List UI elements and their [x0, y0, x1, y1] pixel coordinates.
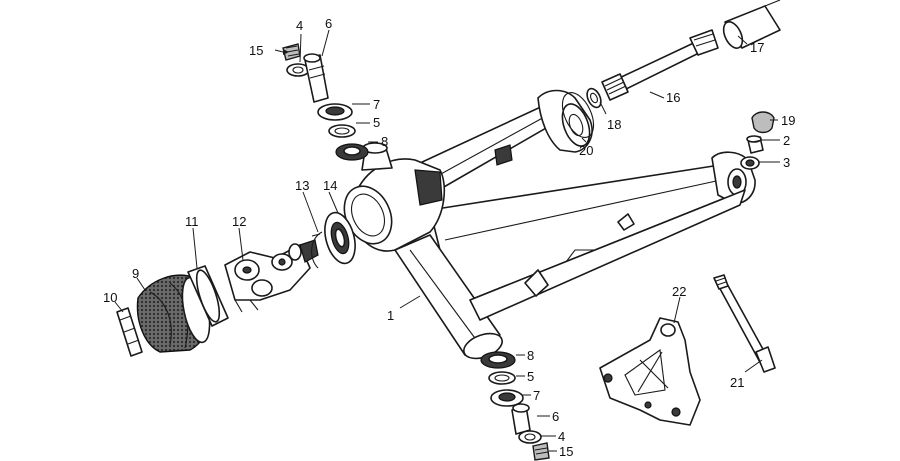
ring-18: [586, 87, 602, 109]
leader-lines: [114, 29, 780, 452]
washer-4-lower: [518, 430, 542, 444]
lower-pivot-stack: [480, 351, 550, 461]
upper-pivot-stack: [282, 43, 369, 161]
washer-3: [740, 156, 760, 170]
pivot-pin-6-upper: [303, 53, 329, 103]
cap-19: [751, 111, 775, 134]
callout-17: 17: [750, 40, 764, 55]
callout-10: 10: [103, 290, 117, 305]
sleeve-17: [722, 0, 781, 49]
callout-12: 12: [232, 214, 246, 229]
nut-15-lower: [532, 442, 550, 461]
callout-4-lower: 4: [558, 429, 565, 444]
swing-arm: [343, 89, 756, 360]
callout-18: 18: [607, 117, 621, 132]
callout-11: 11: [185, 214, 199, 229]
callout-labels: 15 4 6 7 5 8 19 2 3 17 16 18 20 1 10 9 1…: [103, 16, 795, 459]
circlip-13: [311, 231, 323, 269]
callout-15-lower: 15: [559, 444, 573, 459]
ring-5-lower: [488, 371, 516, 385]
drive-shaft-16: [601, 29, 719, 101]
bolt-2: [746, 135, 764, 154]
universal-joint-12: [224, 239, 319, 313]
bearing-14: [324, 211, 356, 265]
clamp-10: [116, 307, 143, 357]
callout-22: 22: [672, 284, 686, 299]
callout-15-upper: 15: [249, 43, 263, 58]
callout-6-upper: 6: [325, 16, 332, 31]
callout-16: 16: [666, 90, 680, 105]
callout-8-lower: 8: [527, 348, 534, 363]
callout-2: 2: [783, 133, 790, 148]
callout-5-upper: 5: [373, 115, 380, 130]
callout-7-upper: 7: [373, 97, 380, 112]
callout-9: 9: [132, 266, 139, 281]
callout-4-upper: 4: [296, 18, 303, 33]
ring-5-upper: [328, 124, 356, 138]
callout-7-lower: 7: [533, 388, 540, 403]
callout-14: 14: [323, 178, 337, 193]
gasket-20: [561, 92, 595, 138]
bearing-7-lower: [490, 389, 524, 407]
seal-8-lower: [480, 351, 516, 369]
callout-8-upper: 8: [381, 134, 388, 149]
seal-8-upper: [335, 143, 369, 161]
callout-1: 1: [387, 308, 394, 323]
callout-6-lower: 6: [552, 409, 559, 424]
flange-ring-11: [187, 265, 229, 327]
bearing-7-upper: [317, 103, 353, 121]
callout-13: 13: [295, 178, 309, 193]
callout-3: 3: [783, 155, 790, 170]
bracket-22: [599, 317, 701, 426]
bar-21: [713, 274, 776, 373]
callout-5-lower: 5: [527, 369, 534, 384]
callout-19: 19: [781, 113, 795, 128]
callout-20: 20: [579, 143, 593, 158]
pivot-pin-6-lower: [511, 403, 531, 435]
nut-15-upper: [282, 43, 301, 61]
callout-21: 21: [730, 375, 744, 390]
